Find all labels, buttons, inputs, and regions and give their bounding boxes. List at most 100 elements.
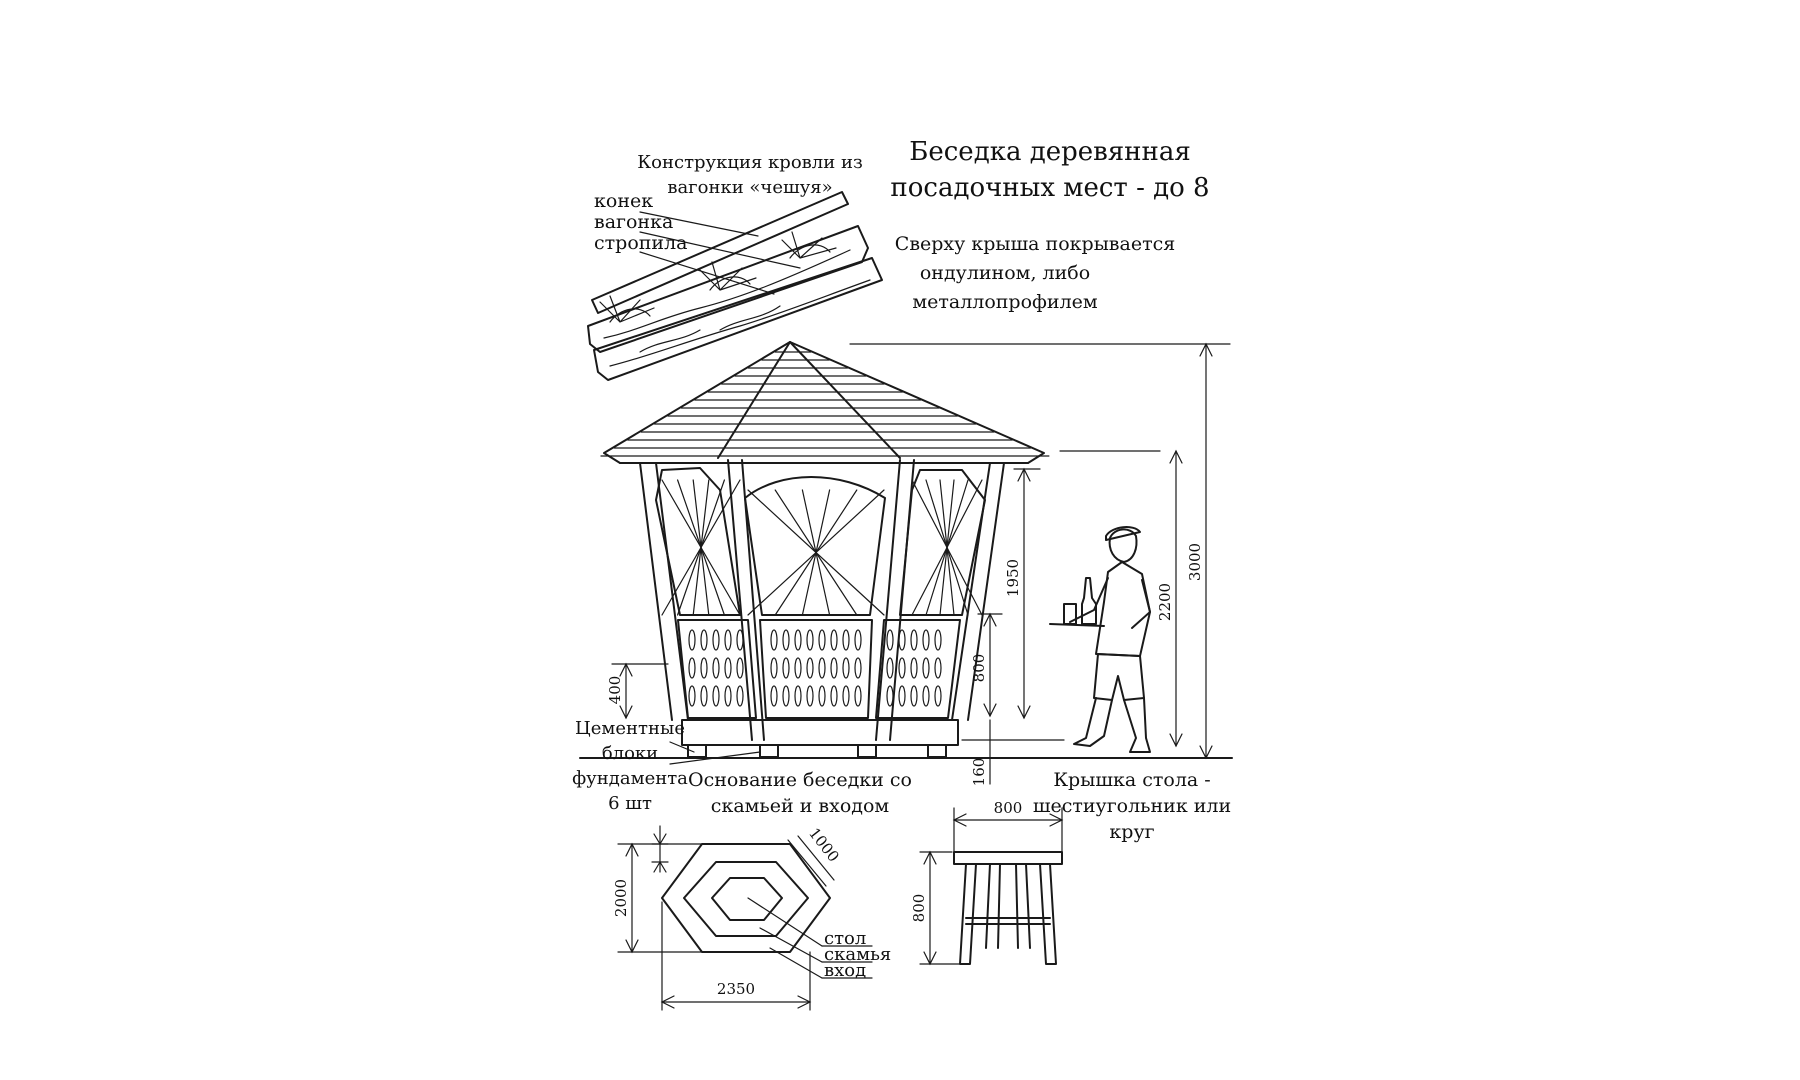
serving-tray bbox=[1049, 623, 1105, 627]
baluster-cutout bbox=[910, 685, 918, 707]
lattice-panel-center bbox=[744, 476, 886, 616]
rail-panel-right bbox=[875, 619, 961, 719]
baluster-cutout bbox=[700, 685, 708, 707]
foundation-line-1: Цементные bbox=[575, 718, 685, 739]
dim-bench-height: 400 bbox=[606, 676, 624, 705]
baluster-cutout bbox=[818, 629, 826, 651]
baluster-cutout bbox=[934, 657, 942, 679]
baluster-cutout bbox=[736, 657, 744, 679]
baluster-cutout bbox=[830, 685, 838, 707]
baluster-cutout bbox=[724, 657, 732, 679]
baluster-cutout bbox=[854, 685, 862, 707]
baluster-cutout bbox=[886, 685, 894, 707]
table-top-line-1: Крышка стола - bbox=[1053, 769, 1210, 791]
baluster-cutout bbox=[886, 657, 894, 679]
dim-rail-height: 800 bbox=[970, 654, 988, 683]
baluster-cutout bbox=[712, 685, 720, 707]
table-top-line-2: шестиугольник или bbox=[1033, 795, 1231, 817]
lattice-panel-right bbox=[899, 469, 986, 616]
table-leg-2 bbox=[1039, 863, 1057, 965]
baluster-cutout bbox=[854, 657, 862, 679]
baluster-cutout bbox=[794, 629, 802, 651]
table-leg-3 bbox=[985, 863, 1001, 949]
shingle-row-2 bbox=[593, 257, 883, 381]
foundation-line-2: блоки bbox=[602, 743, 658, 764]
baluster-cutout bbox=[922, 657, 930, 679]
baluster-cutout bbox=[934, 685, 942, 707]
person-figure bbox=[1049, 526, 1151, 753]
baluster-cutout bbox=[806, 629, 814, 651]
baluster-cutout bbox=[922, 685, 930, 707]
baluster-cutout bbox=[770, 685, 778, 707]
base-plan-caption-1: Основание беседки со bbox=[688, 769, 912, 791]
baluster-cutout bbox=[898, 629, 906, 651]
rail-panel-left bbox=[677, 619, 757, 719]
post-2 bbox=[727, 459, 753, 741]
baluster-cutout bbox=[794, 685, 802, 707]
baluster-cutout bbox=[712, 657, 720, 679]
rafter-fans bbox=[599, 231, 837, 323]
title-line-1: Беседка деревянная bbox=[909, 137, 1191, 167]
dim-bench-depth: 1000 bbox=[805, 824, 843, 865]
baluster-cutout bbox=[724, 629, 732, 651]
dim-person-height: 2200 bbox=[1156, 583, 1174, 621]
roof-covering-line-2: ондулином, либо bbox=[920, 262, 1090, 284]
shingle-wave-1 bbox=[603, 249, 851, 339]
base-plan: Основание беседки со скамьей и входом 10… bbox=[612, 769, 912, 1011]
roof-construction-detail: Конструкция кровли из вагонки «чешуя» ко… bbox=[587, 152, 883, 381]
table-leg-4 bbox=[1015, 863, 1031, 949]
foundation-block-2 bbox=[759, 744, 779, 758]
baluster-cutout bbox=[830, 629, 838, 651]
roof-covering-line-1: Сверху крыша покрывается bbox=[895, 233, 1175, 255]
lattice-diagonals bbox=[661, 479, 983, 616]
baluster-cutout bbox=[712, 629, 720, 651]
roof-construction-caption-2: вагонки «чешуя» bbox=[667, 177, 832, 198]
label-vagonka: вагонка bbox=[594, 211, 673, 233]
lattice-bar bbox=[911, 479, 983, 616]
dim-foundation-height: 160 bbox=[970, 758, 988, 787]
baluster-cutout bbox=[898, 685, 906, 707]
foundation-line-4: 6 шт bbox=[608, 793, 652, 814]
gazebo-elevation bbox=[600, 341, 1050, 758]
baluster-cutout bbox=[782, 685, 790, 707]
table-top-line-3: круг bbox=[1109, 821, 1154, 843]
leader-stropila bbox=[639, 251, 775, 295]
plan-table-hexagon bbox=[711, 877, 783, 921]
post-1-b bbox=[655, 462, 689, 721]
baluster-cutout bbox=[934, 629, 942, 651]
post-4-b bbox=[967, 462, 1005, 721]
ridge-board bbox=[591, 191, 849, 314]
baluster-cutout bbox=[736, 629, 744, 651]
rail-balusters bbox=[688, 629, 942, 707]
baluster-cutout bbox=[842, 657, 850, 679]
gazebo-roof bbox=[603, 341, 1045, 464]
baluster-cutout bbox=[898, 657, 906, 679]
base-plan-caption-2: скамьей и входом bbox=[711, 795, 890, 817]
dimension-lines: 3000 2200 1950 800 160 400 bbox=[606, 342, 1231, 787]
glass bbox=[1063, 603, 1077, 625]
baluster-cutout bbox=[886, 629, 894, 651]
post-3 bbox=[875, 459, 901, 741]
baluster-cutout bbox=[700, 629, 708, 651]
table-leg-1 bbox=[959, 863, 977, 965]
plan-label-bench: скамья bbox=[824, 944, 891, 965]
shingle-wave-3 bbox=[639, 329, 701, 353]
dim-opening-height: 1950 bbox=[1004, 559, 1022, 597]
label-stropila: стропила bbox=[594, 232, 687, 254]
roof-construction-caption-1: Конструкция кровли из bbox=[637, 152, 863, 173]
leader-konek bbox=[639, 211, 759, 237]
baluster-cutout bbox=[782, 657, 790, 679]
roof-covering-line-3: металлопрофилем bbox=[912, 291, 1098, 313]
table-top bbox=[953, 851, 1063, 865]
dim-base-width: 2350 bbox=[717, 980, 755, 998]
baluster-cutout bbox=[818, 657, 826, 679]
label-konek: конек bbox=[594, 190, 653, 212]
baluster-cutout bbox=[688, 657, 696, 679]
baluster-cutout bbox=[700, 657, 708, 679]
post-1 bbox=[639, 462, 673, 721]
baluster-cutout bbox=[910, 629, 918, 651]
shingle-wave-4 bbox=[719, 305, 781, 331]
baluster-cutout bbox=[794, 657, 802, 679]
baluster-cutout bbox=[688, 629, 696, 651]
